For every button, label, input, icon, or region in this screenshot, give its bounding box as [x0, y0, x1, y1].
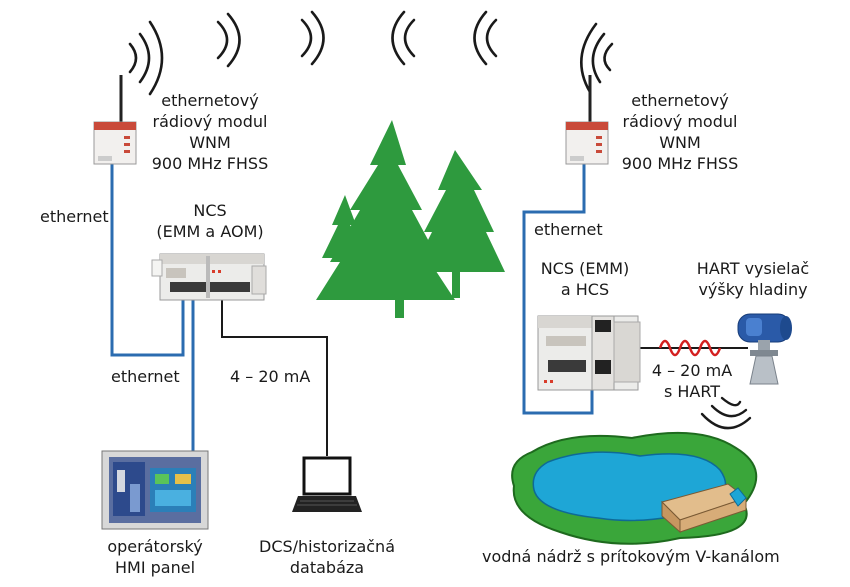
wireless-waves-icon	[128, 10, 614, 96]
ethernet-label-left-top: ethernet	[40, 207, 109, 226]
dcs-label: DCS/historizačná databáza	[259, 537, 395, 577]
reservoir-label: vodná nádrž s prítokovým V-kanálom	[482, 547, 780, 566]
ncs-module-icon	[151, 253, 267, 301]
reservoir-icon	[511, 431, 758, 545]
ethernet-label-left-bottom: ethernet	[111, 367, 180, 386]
hart-transmitter-icon	[737, 313, 792, 385]
hmi-panel-icon	[101, 450, 209, 530]
wireless-waves-icon	[700, 396, 752, 430]
ncs-right-label: NCS (EMM) a HCS	[540, 259, 630, 299]
hart-transmitter-label: HART vysielač výšky hladiny	[696, 259, 810, 299]
radio-module-right-label: ethernetový rádiový modul WNM 900 MHz FH…	[621, 91, 739, 173]
pine-trees-icon	[316, 120, 505, 318]
radio-module-icon	[93, 75, 137, 165]
radio-module-left-label: ethernetový rádiový modul WNM 900 MHz FH…	[151, 91, 269, 173]
hart-signal-wave	[658, 339, 722, 357]
ethernet-cables	[110, 162, 594, 458]
radio-module-icon	[565, 75, 609, 165]
ncs-module-icon	[537, 315, 641, 391]
analog-signal-right-label: 4 – 20 mA s HART	[651, 361, 733, 401]
ethernet-label-right: ethernet	[534, 220, 603, 239]
laptop-icon	[292, 456, 362, 512]
signal-wires	[221, 300, 748, 456]
analog-signal-left-label: 4 – 20 mA	[230, 367, 311, 386]
hmi-panel-label: operátorský HMI panel	[107, 537, 203, 577]
ncs-left-label: NCS (EMM a AOM)	[156, 201, 264, 241]
